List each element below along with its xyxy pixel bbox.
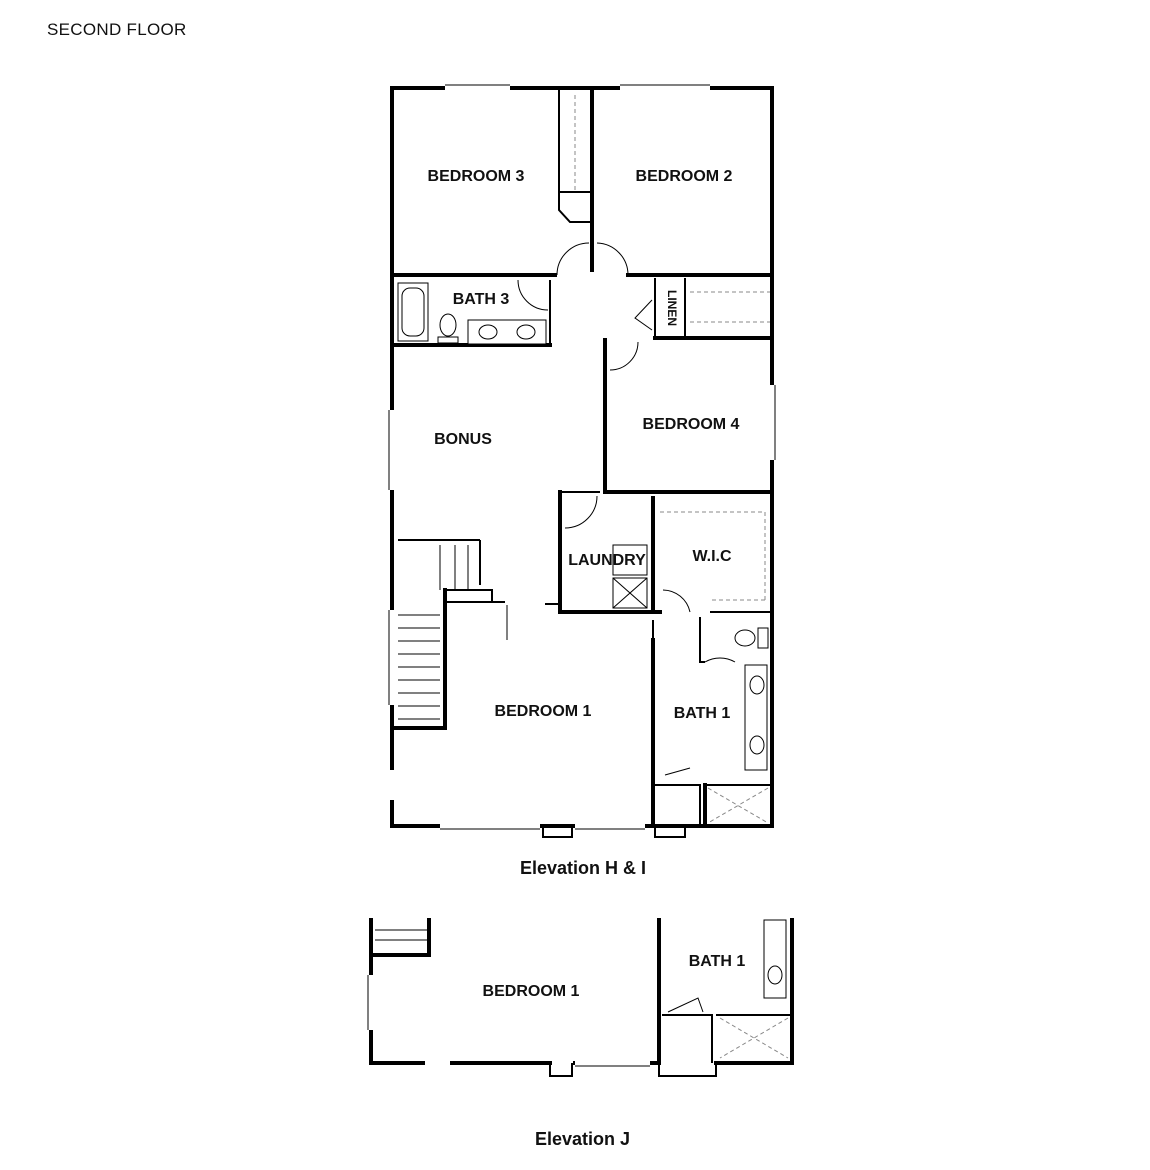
room-label-bonus: BONUS — [434, 431, 492, 448]
room-label-linen: LINEN — [665, 290, 679, 326]
room-label-bedroom-1: BEDROOM 1 — [495, 703, 592, 720]
caption-elevation-j: Elevation J — [535, 1129, 631, 1149]
caption-elevation-h-i: Elevation H & I — [520, 858, 647, 878]
room-label-bath-3: BATH 3 — [453, 291, 510, 308]
room-label-laundry: LAUNDRY — [568, 552, 646, 569]
room-label-wic: W.I.C — [692, 548, 732, 565]
room-label-bedroom-3: BEDROOM 3 — [428, 168, 525, 185]
room-label-bedroom-2: BEDROOM 2 — [636, 168, 733, 185]
room-label-bedroom-1-elev-j: BEDROOM 1 — [483, 983, 580, 1000]
plan-elevation-h-i: BEDROOM 3 BEDROOM 2 BATH 3 LINEN BONUS B… — [388, 84, 776, 838]
stairs — [398, 539, 481, 720]
room-label-bath-1: BATH 1 — [674, 705, 731, 722]
room-label-bath-1-elev-j: BATH 1 — [689, 953, 746, 970]
plan-elevation-j: BEDROOM 1 BATH 1 — [367, 918, 794, 1077]
page-title: SECOND FLOOR — [47, 20, 187, 39]
room-label-bedroom-4: BEDROOM 4 — [643, 416, 740, 433]
